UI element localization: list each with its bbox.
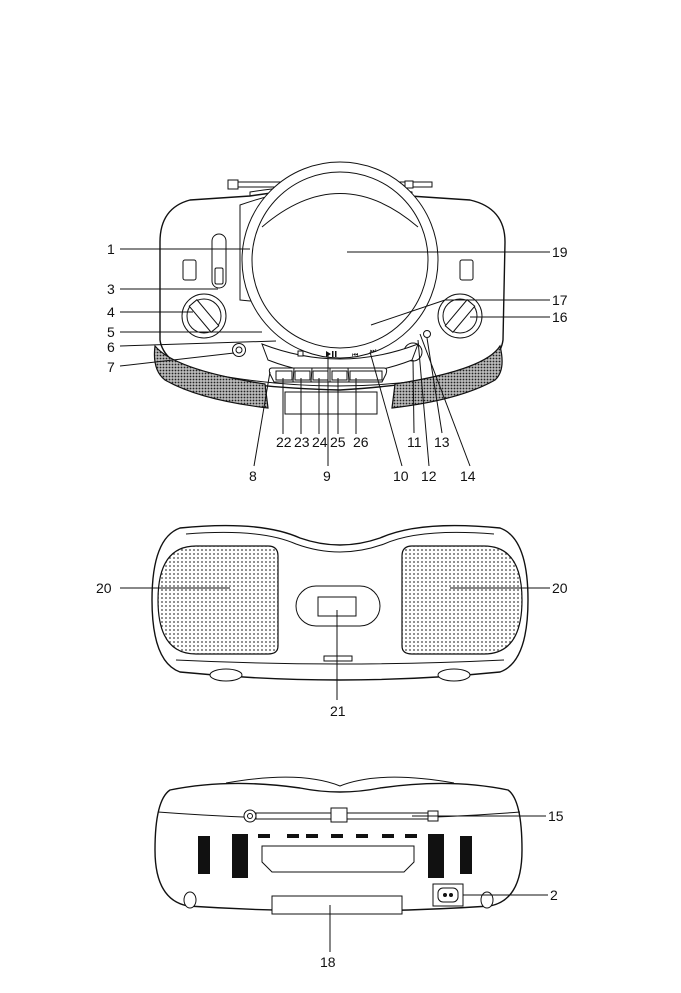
callout-16: 16 — [552, 309, 568, 325]
callout-23: 23 — [294, 434, 310, 450]
callout-7: 7 — [107, 359, 115, 375]
callout-21: 21 — [330, 703, 346, 719]
record-button[interactable] — [276, 371, 292, 380]
callout-20-right: 20 — [552, 580, 568, 596]
right-speaker-grille — [402, 546, 522, 654]
right-corner-foot — [481, 892, 493, 908]
callout-1: 1 — [107, 241, 115, 257]
callout-24: 24 — [312, 434, 328, 450]
callout-12: 12 — [421, 468, 437, 484]
stop-button[interactable] — [298, 351, 303, 356]
callout-8: 8 — [249, 468, 257, 484]
callout-18: 18 — [320, 954, 336, 970]
callout-14: 14 — [460, 468, 476, 484]
callout-4: 4 — [107, 304, 115, 320]
callout-25: 25 — [330, 434, 346, 450]
left-speaker-grille — [158, 546, 278, 654]
front-view: ⏮ ⏭ — [107, 162, 568, 484]
ac-power-socket[interactable] — [433, 884, 463, 906]
headphone-jack-hole — [236, 347, 242, 353]
skip-icon: ⏭ — [370, 347, 377, 355]
cassette-slot — [262, 846, 414, 872]
callout-17: 17 — [552, 292, 568, 308]
battery-cover[interactable] — [272, 896, 402, 914]
power-indicator — [424, 331, 431, 338]
callout-3: 3 — [107, 281, 115, 297]
rewind-button[interactable] — [313, 371, 328, 380]
callout-20-left: 20 — [96, 580, 112, 596]
callout-2: 2 — [550, 887, 558, 903]
callout-9: 9 — [323, 468, 331, 484]
back-view: 20 20 21 — [96, 526, 568, 719]
play-button[interactable] — [295, 371, 310, 380]
left-corner-foot — [184, 892, 196, 908]
callout-22: 22 — [276, 434, 292, 450]
bottom-view: 15 2 18 — [155, 777, 564, 970]
callout-5: 5 — [107, 324, 115, 340]
fast-forward-button[interactable] — [332, 371, 347, 380]
callout-15: 15 — [548, 808, 564, 824]
function-slider-knob[interactable] — [215, 268, 223, 284]
callout-19: 19 — [552, 244, 568, 260]
left-slot — [183, 260, 196, 280]
callout-10: 10 — [393, 468, 409, 484]
callout-11: 11 — [407, 434, 422, 450]
callout-26: 26 — [353, 434, 369, 450]
right-slot — [460, 260, 473, 280]
callout-6: 6 — [107, 339, 115, 355]
volume-knob[interactable] — [182, 294, 226, 338]
skip-back-icon: ⏮ — [352, 351, 358, 359]
bottom-tab — [285, 392, 377, 414]
back-bottom-tab — [324, 656, 352, 661]
callout-13: 13 — [434, 434, 450, 450]
cd-door-inner[interactable] — [252, 172, 428, 348]
left-foot — [210, 669, 242, 681]
right-foot — [438, 669, 470, 681]
stop-icon — [298, 351, 303, 356]
